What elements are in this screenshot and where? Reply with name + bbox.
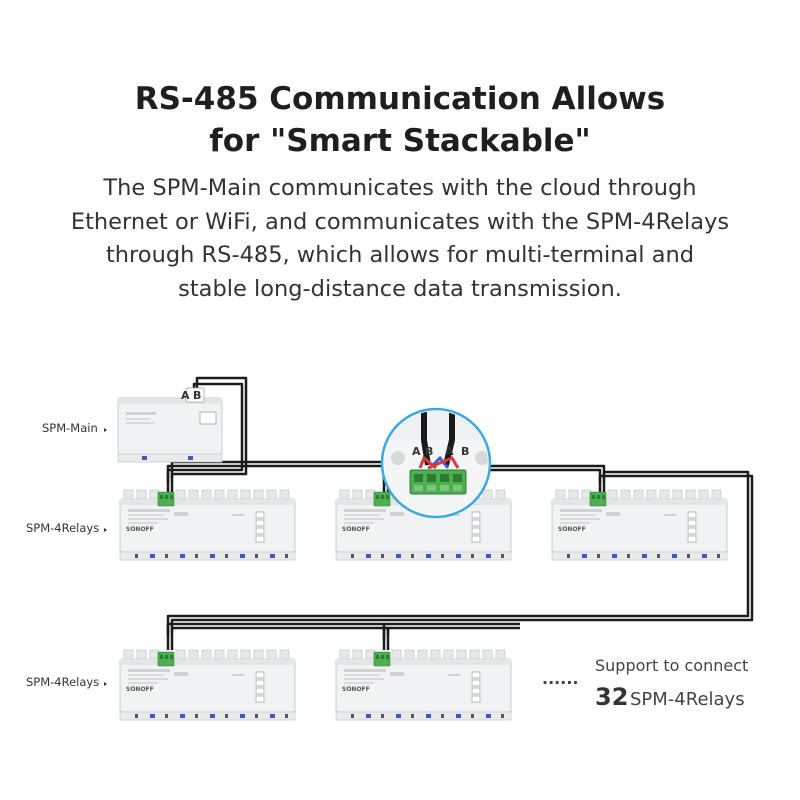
description-line-2: Ethernet or WiFi, and communicates with … <box>70 208 730 235</box>
brand-mark: SONOFF <box>126 686 154 693</box>
zoom-terminal-a2: A <box>445 445 454 458</box>
arrow-right-icon <box>104 428 107 432</box>
description-line-1: The SPM-Main communicates with the cloud… <box>103 175 697 201</box>
spm-4relays-device-5 <box>335 649 512 721</box>
more-devices-ellipsis: ...... <box>542 669 578 688</box>
page-title: RS-485 Communication Allows for "Smart S… <box>0 78 800 162</box>
support-line-1: Support to connect <box>595 656 748 675</box>
spm-4relays-device-1 <box>119 489 296 561</box>
brand-mark: SONOFF <box>126 526 154 533</box>
description-line-4: stable long-distance data transmission. <box>178 275 622 302</box>
spm-main-device <box>117 387 223 463</box>
main-terminal-b: B <box>193 389 201 402</box>
support-unit: SPM-4Relays <box>630 689 745 710</box>
description-line-3: through RS-485, which allows for multi-t… <box>105 242 695 268</box>
brand-mark: SONOFF <box>342 526 370 533</box>
zoom-terminal-b1: B <box>425 445 433 458</box>
arrow-right-icon <box>104 528 107 532</box>
brand-mark: SONOFF <box>558 526 586 533</box>
support-count: 32 <box>595 683 628 711</box>
description: The SPM-Main communicates with the cloud… <box>20 172 780 306</box>
title-line-2: for "Smart Stackable" <box>209 123 591 159</box>
zoom-terminal-a1: A <box>412 445 421 458</box>
label-spm-4relays-row1: SPM-4Relays <box>26 521 99 535</box>
main-terminal-a: A <box>181 389 190 402</box>
terminal-zoom-callout <box>380 407 492 519</box>
spm-4relays-device-4 <box>119 649 296 721</box>
label-spm-4relays-row3: SPM-4Relays <box>26 675 99 689</box>
title-line-1: RS-485 Communication Allows <box>134 81 666 117</box>
arrow-right-icon <box>104 682 107 686</box>
zoom-terminal-b2: B <box>461 445 469 458</box>
brand-mark: SONOFF <box>342 686 370 693</box>
label-spm-main: SPM-Main <box>42 421 98 435</box>
spm-4relays-device-3 <box>551 489 728 561</box>
